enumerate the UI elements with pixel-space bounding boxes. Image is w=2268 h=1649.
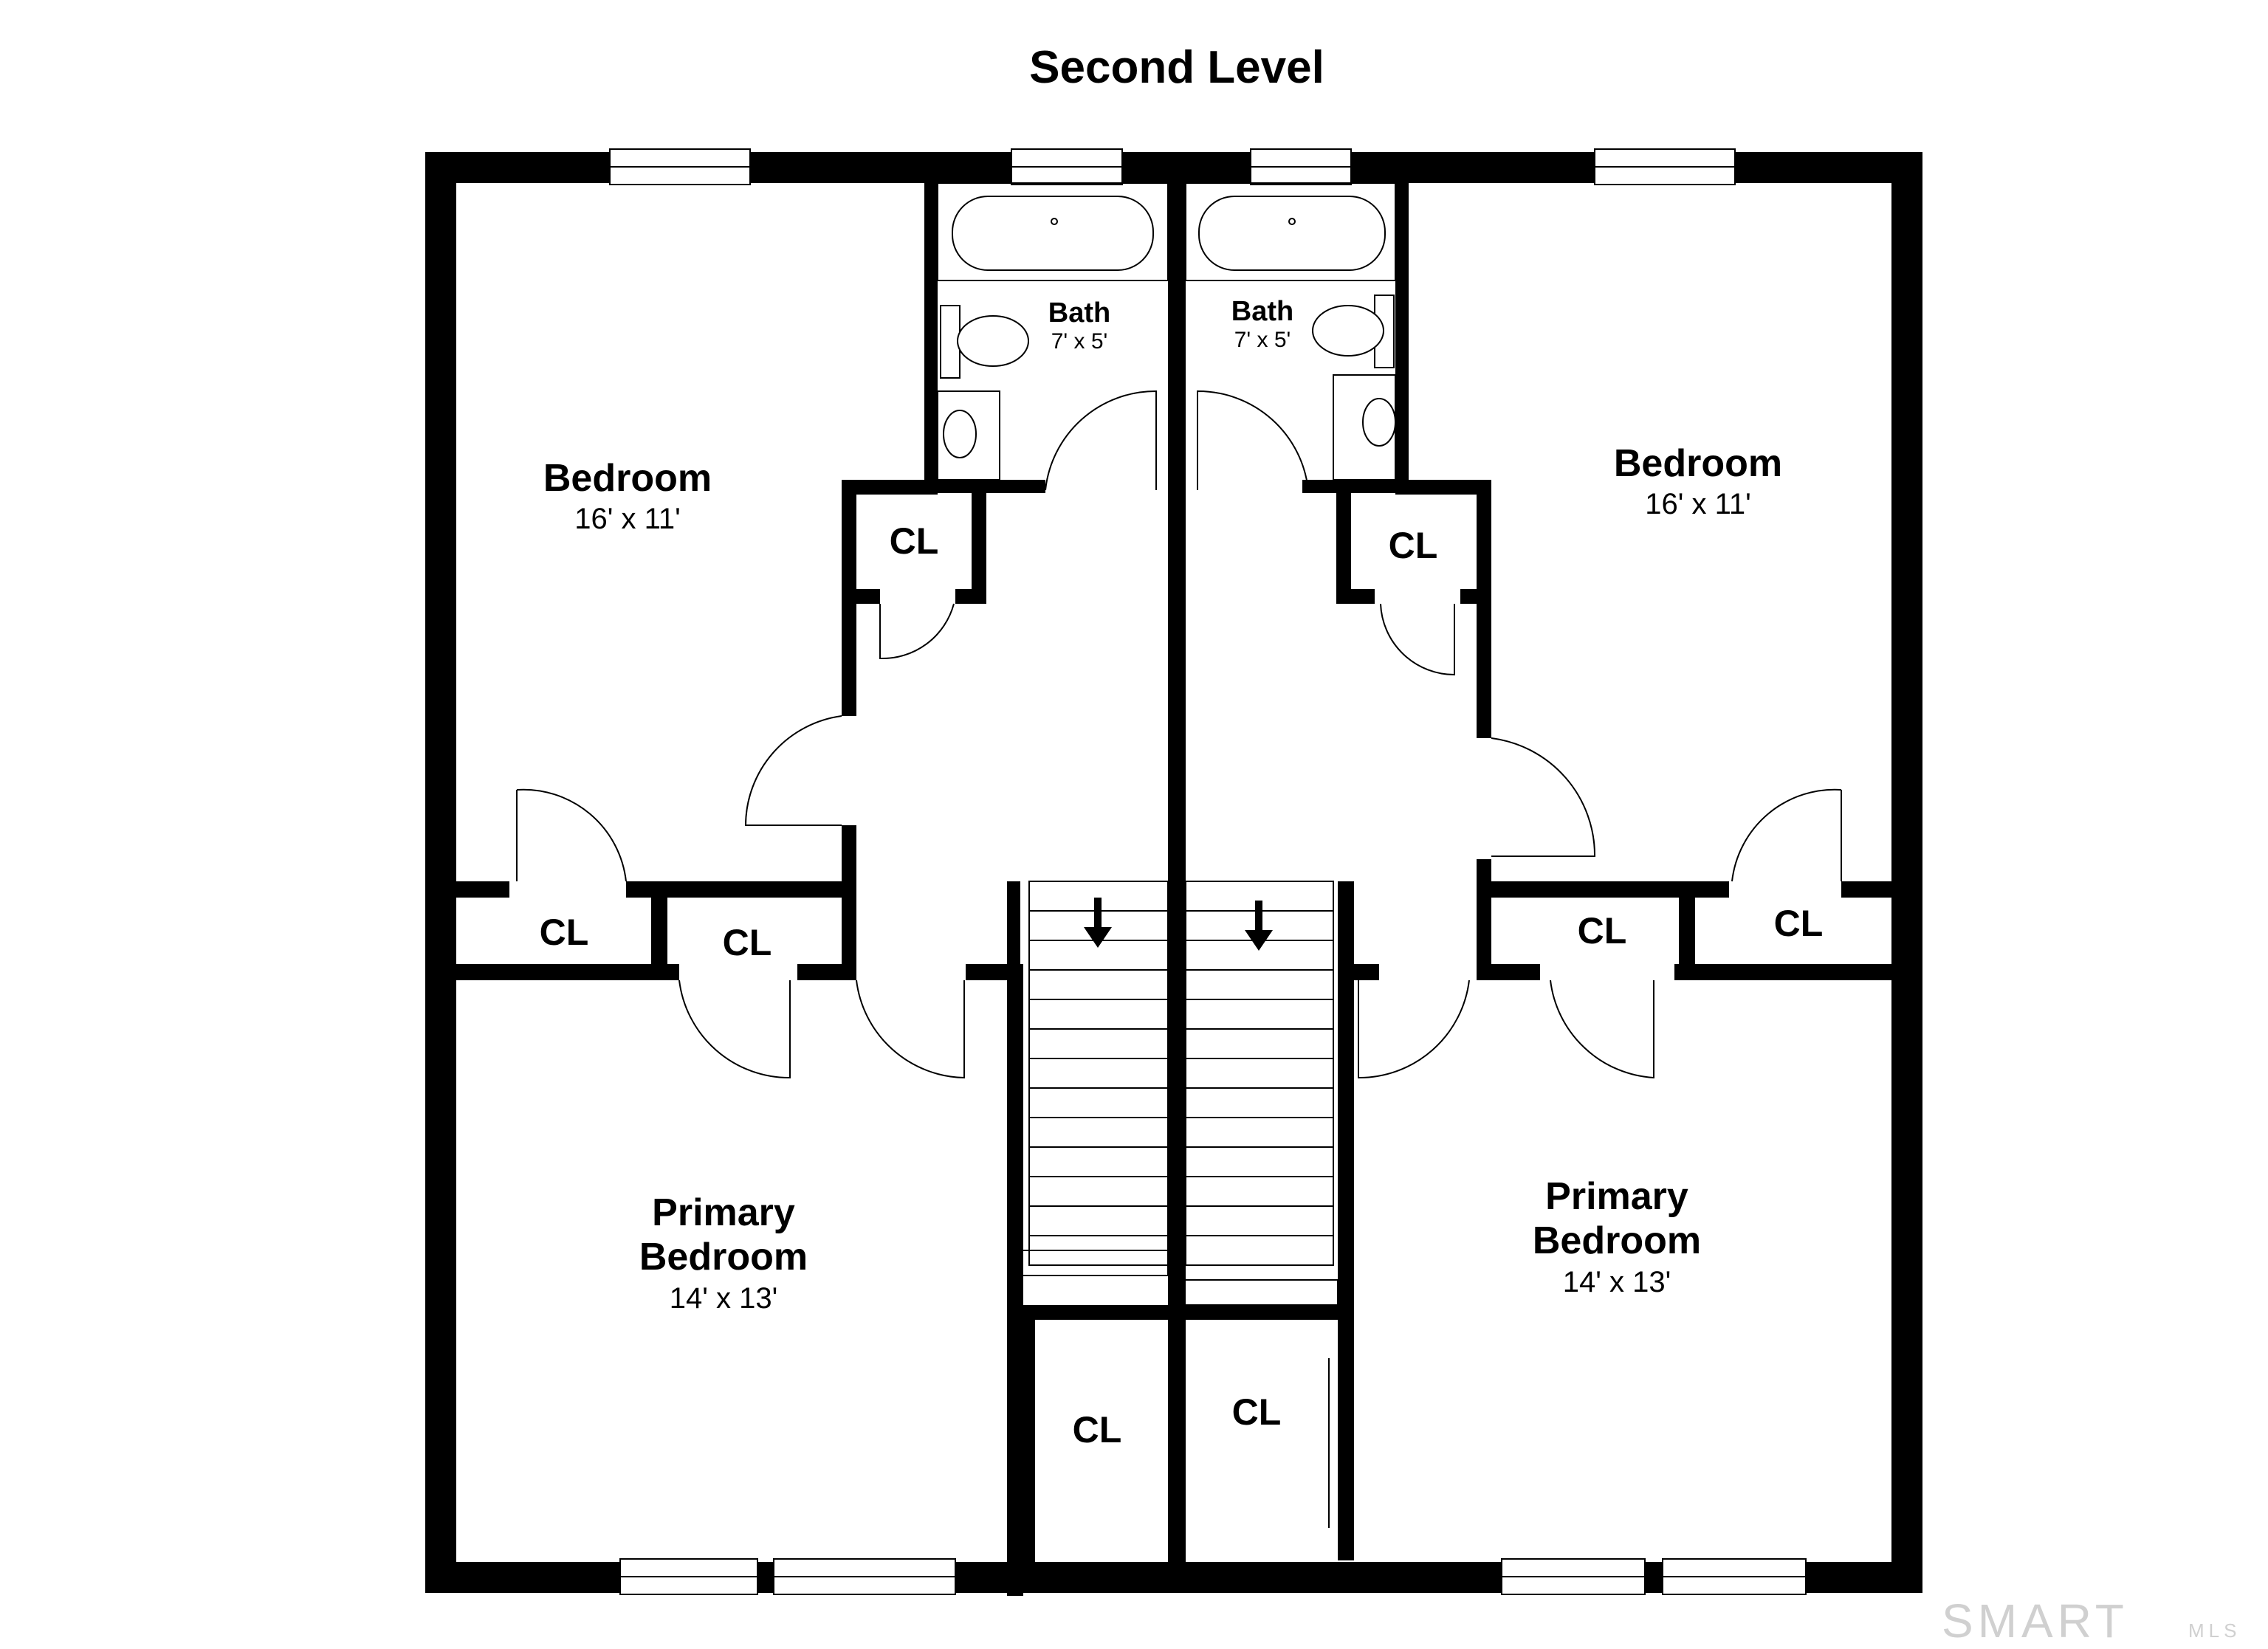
door-swings bbox=[516, 390, 1842, 1528]
closet-label-upper-right: CL bbox=[1389, 525, 1438, 566]
bath-left-dims: 7' x 5' bbox=[1051, 329, 1108, 354]
plan-title: Second Level bbox=[1029, 42, 1324, 93]
closet-label-bottom-right: CL bbox=[1232, 1391, 1282, 1433]
room-labels: Bedroom 16' x 11' Bedroom 16' x 11' Bath… bbox=[540, 296, 1824, 1450]
closet-label-upper-left: CL bbox=[890, 520, 939, 562]
bath-fixtures-right bbox=[1185, 182, 1396, 481]
closet-label-primary-left: CL bbox=[723, 922, 772, 963]
smart-mls-logo: SMART MLS bbox=[1942, 1594, 2241, 1648]
bath-fixtures-left bbox=[937, 182, 1169, 481]
primary-left-dims: 14' x 13' bbox=[670, 1282, 777, 1315]
windows bbox=[609, 148, 1807, 1595]
primary-right-dims: 14' x 13' bbox=[1563, 1266, 1671, 1298]
logo-sub: MLS bbox=[2188, 1619, 2241, 1642]
primary-right-name-line2: Bedroom bbox=[1533, 1219, 1701, 1262]
bath-left-name: Bath bbox=[1048, 297, 1110, 328]
interior-walls-right bbox=[1181, 183, 1891, 1560]
primary-left-name-line1: Primary bbox=[652, 1191, 795, 1234]
stairs bbox=[1017, 881, 1339, 1306]
bedroom-left-dims: 16' x 11' bbox=[574, 503, 681, 535]
closet-label-bedroom-left: CL bbox=[540, 912, 589, 953]
bath-right-dims: 7' x 5' bbox=[1234, 328, 1291, 352]
bedroom-right-dims: 16' x 11' bbox=[1645, 488, 1751, 520]
primary-left-name-line2: Bedroom bbox=[639, 1236, 808, 1278]
closet-label-bottom-left: CL bbox=[1073, 1409, 1122, 1450]
primary-right-name-line1: Primary bbox=[1545, 1175, 1688, 1218]
interior-walls-left bbox=[456, 183, 1174, 1596]
closet-label-primary-right: CL bbox=[1578, 910, 1627, 951]
logo-text: SMART bbox=[1942, 1594, 2128, 1648]
bath-right-name: Bath bbox=[1231, 296, 1293, 327]
party-wall bbox=[1168, 152, 1186, 1593]
bedroom-right-name: Bedroom bbox=[1614, 442, 1782, 485]
closet-label-bedroom-right: CL bbox=[1774, 903, 1824, 944]
bedroom-left-name: Bedroom bbox=[543, 457, 712, 500]
